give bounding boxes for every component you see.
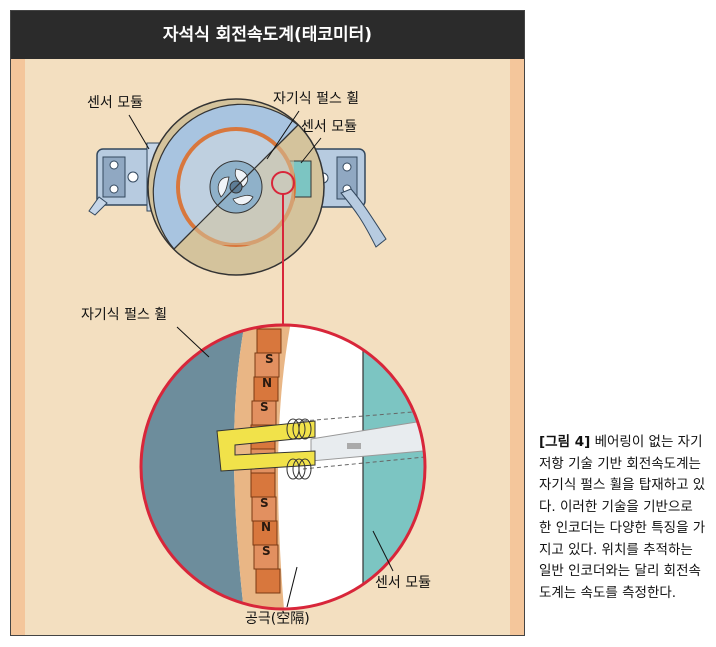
magnet-pole-2: N [262,376,272,390]
caption-body: 베어링이 없는 자기저항 기술 기반 회전속도계는 자기식 펄스 휠을 탑재하고… [539,434,706,601]
tachometer-diagram: 센서 모듈 자기식 펄스 휠 센서 모듈 [81,91,431,627]
label-pulse-wheel-zoom: 자기식 펄스 휠 [81,307,167,323]
label-sensor-module-top-left: 센서 모듈 [87,95,143,111]
right-side-strip [510,11,524,635]
zoom-circle-outline [139,323,427,611]
label-air-gap: 공극(空隔) [245,611,310,627]
left-side-strip [11,11,25,635]
label-pulse-wheel-top: 자기식 펄스 휠 [273,91,359,107]
label-sensor-module-zoom: 센서 모듈 [375,575,431,591]
magnet-pole-3: S [260,400,269,414]
label-sensor-module-top-right: 센서 모듈 [301,119,357,135]
caption-heading: [그림 4] [539,434,591,450]
title-bar [11,11,524,59]
magnet-pole-4: S [260,496,269,510]
magnet-pole-6: S [262,544,271,558]
figure-title: 자석식 회전속도계(태코미터) [162,25,373,45]
figure-frame: 자석식 회전속도계(태코미터) [10,10,525,636]
magnet-pole-5: N [261,520,271,534]
yellow-sensor-element [216,418,316,480]
hub-spokes [217,168,254,206]
figure-caption: [그림 4] 베어링이 없는 자기저항 기술 기반 회전속도계는 자기식 펄스 … [539,432,709,604]
magnet-pole-1: S [265,352,274,366]
